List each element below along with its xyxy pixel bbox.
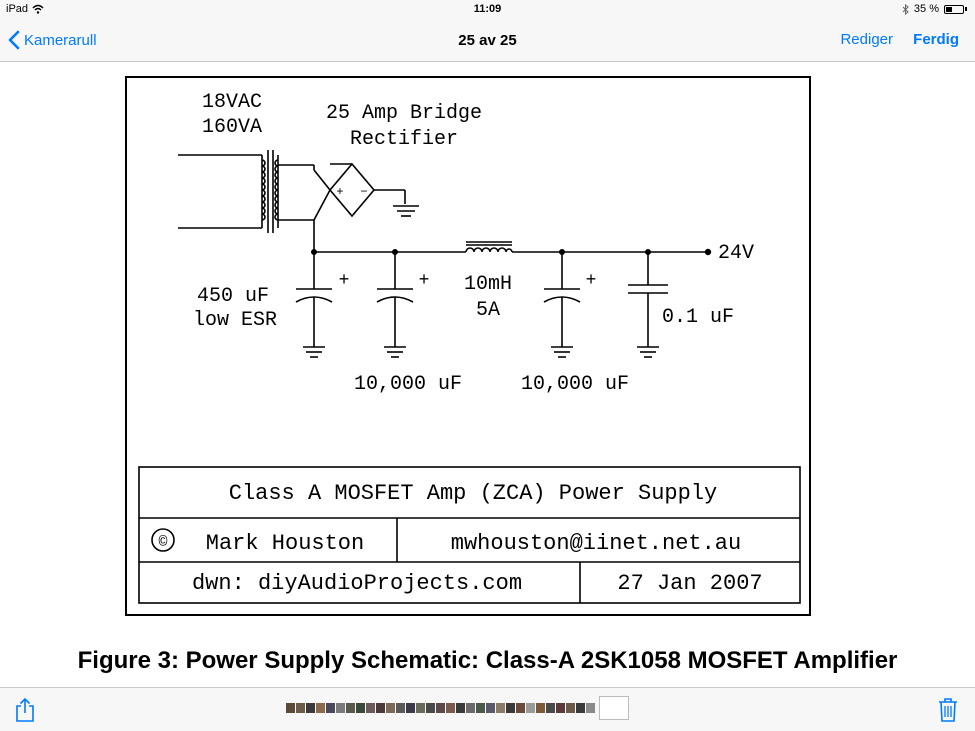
photo-thumbnail[interactable] <box>586 703 595 713</box>
rectifier-minus: − <box>360 185 367 199</box>
figure-caption: Figure 3: Power Supply Schematic: Class-… <box>77 647 898 674</box>
transformer-symbol <box>178 150 315 233</box>
trash-icon <box>939 698 957 722</box>
share-button[interactable] <box>14 697 36 728</box>
photo-thumbnail[interactable] <box>326 703 335 713</box>
capacitor-4-symbol <box>628 252 668 358</box>
status-time: 11:09 <box>473 3 502 15</box>
capacitor-1-note: low ESR <box>193 309 277 332</box>
device-name: iPad <box>6 3 29 15</box>
photo-thumbnail[interactable] <box>476 703 485 713</box>
capacitor-3-symbol <box>543 252 581 358</box>
title-block-author: Mark Houston <box>206 531 364 556</box>
photo-thumbnail[interactable] <box>406 703 415 713</box>
back-label: Kamerarull <box>24 31 97 49</box>
battery-icon <box>944 4 964 14</box>
photo-thumbnail[interactable] <box>526 703 535 713</box>
photo-thumbnail[interactable] <box>306 703 315 713</box>
photo-thumbnail[interactable] <box>536 703 545 713</box>
photo-thumbnail[interactable] <box>336 703 345 713</box>
share-icon <box>16 697 34 722</box>
inductor-current: 5A <box>476 299 500 322</box>
navigation-bar: Kamerarull 25 av 25 Rediger Ferdig <box>0 20 975 62</box>
photo-thumbnail[interactable] <box>446 703 455 713</box>
photo-thumbnail[interactable] <box>496 703 505 713</box>
dc-bus-wiring <box>310 248 712 256</box>
schematic-image: 18VAC 160VA 25 Amp Bridge Rectifier <box>125 76 811 616</box>
inductor-symbol <box>465 241 513 253</box>
photo-thumbnail[interactable] <box>516 703 525 713</box>
photo-thumbnail[interactable] <box>416 703 425 713</box>
capacitor-2-symbol <box>376 252 414 358</box>
photo-thumbnail[interactable] <box>426 703 435 713</box>
output-voltage: 24V <box>718 242 754 265</box>
capacitor-1-plus: + <box>339 271 350 291</box>
photo-thumbnail[interactable] <box>396 703 405 713</box>
capacitor-3-value: 10,000 uF <box>521 373 629 396</box>
chevron-left-icon <box>8 30 20 50</box>
title-block-email: mwhouston@iinet.net.au <box>451 531 741 556</box>
photo-thumbnail[interactable] <box>316 703 325 713</box>
capacitor-3-plus: + <box>586 271 597 291</box>
photo-thumbnail[interactable] <box>356 703 365 713</box>
bottom-toolbar <box>0 687 975 731</box>
photo-thumbnail[interactable] <box>296 703 305 713</box>
delete-button[interactable] <box>937 697 959 728</box>
copyright-symbol: © <box>158 534 167 551</box>
edit-button[interactable]: Rediger <box>840 31 893 48</box>
status-bar: iPad 11:09 35 % <box>0 0 975 20</box>
rectifier-label-2: Rectifier <box>350 128 458 151</box>
thumbnail-strip[interactable] <box>286 696 629 720</box>
photo-thumbnail[interactable] <box>466 703 475 713</box>
bluetooth-icon <box>902 3 909 15</box>
status-right: 35 % <box>902 3 967 15</box>
photo-view[interactable]: 18VAC 160VA 25 Amp Bridge Rectifier <box>0 62 975 687</box>
rectifier-label-1: 25 Amp Bridge <box>326 102 482 125</box>
battery-percent: 35 % <box>913 3 939 15</box>
photo-thumbnail[interactable] <box>376 703 385 713</box>
photo-thumbnail[interactable] <box>436 703 445 713</box>
photo-counter-title: 25 av 25 <box>458 32 517 49</box>
rectifier-plus: + <box>336 185 343 199</box>
capacitor-1-value: 450 uF <box>197 285 269 308</box>
photo-thumbnail[interactable] <box>366 703 375 713</box>
title-block-title: Class A MOSFET Amp (ZCA) Power Supply <box>229 481 717 506</box>
photo-thumbnail[interactable] <box>556 703 565 713</box>
transformer-voltage: 18VAC <box>202 91 262 114</box>
photo-thumbnail[interactable] <box>286 703 295 713</box>
capacitor-4-value: 0.1 uF <box>662 306 734 329</box>
photo-thumbnail[interactable] <box>456 703 465 713</box>
done-button[interactable]: Ferdig <box>913 31 959 48</box>
capacitor-2-value: 10,000 uF <box>354 373 462 396</box>
inductor-value: 10mH <box>464 273 512 296</box>
battery-tip <box>965 7 967 11</box>
photo-thumbnail[interactable] <box>506 703 515 713</box>
photo-thumbnail[interactable] <box>546 703 555 713</box>
photo-thumbnail[interactable] <box>566 703 575 713</box>
bridge-rectifier-symbol <box>313 162 419 252</box>
photo-thumbnail[interactable] <box>346 703 355 713</box>
title-block <box>138 466 801 604</box>
photo-thumbnail[interactable] <box>486 703 495 713</box>
schematic-border <box>125 76 811 616</box>
current-photo-thumbnail[interactable] <box>599 696 629 720</box>
capacitor-2-plus: + <box>419 271 430 291</box>
back-button[interactable]: Kamerarull <box>8 30 97 50</box>
title-block-date: 27 Jan 2007 <box>617 571 762 596</box>
status-left: iPad <box>6 3 44 15</box>
photo-thumbnail[interactable] <box>386 703 395 713</box>
photo-thumbnail[interactable] <box>576 703 585 713</box>
wifi-icon <box>32 4 44 14</box>
title-block-drawn-by: dwn: diyAudioProjects.com <box>192 571 522 596</box>
capacitor-1-symbol <box>295 252 333 358</box>
transformer-power: 160VA <box>202 116 262 139</box>
